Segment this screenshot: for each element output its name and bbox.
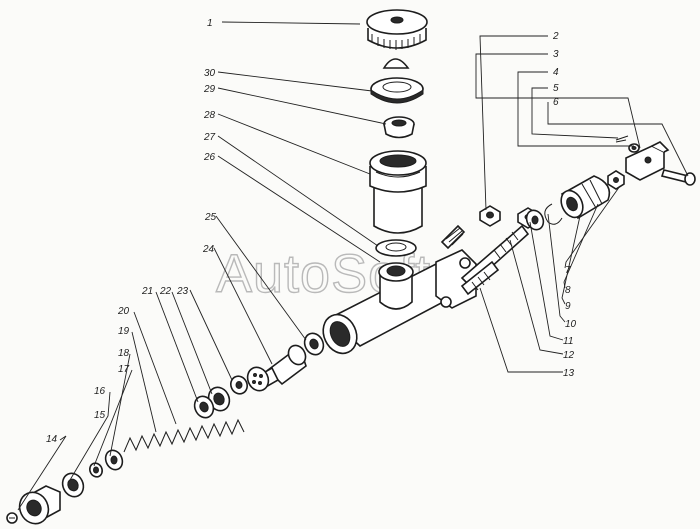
part-12-push-rod <box>460 224 530 288</box>
part-24-piston-disc <box>246 366 270 392</box>
part-20-spring <box>123 418 245 453</box>
part-29-filter <box>383 116 415 139</box>
label-14: 14 <box>46 434 58 445</box>
label-3: 3 <box>553 49 559 60</box>
part-2-nut <box>479 205 501 227</box>
part-5-washer <box>628 143 640 153</box>
part-13-rod <box>460 260 500 296</box>
part-stud <box>440 224 466 250</box>
part-19-spring-seat <box>104 449 124 471</box>
part-4-pin <box>660 169 696 186</box>
label-4: 4 <box>553 67 559 78</box>
label-15: 15 <box>94 410 106 421</box>
label-18: 18 <box>118 348 130 359</box>
part-28-reservoir <box>369 150 427 234</box>
part-7-nut <box>607 170 625 190</box>
label-10: 10 <box>565 319 577 330</box>
label-17: 17 <box>118 364 130 375</box>
label-22: 22 <box>159 286 172 297</box>
label-28: 28 <box>203 110 216 121</box>
label-1: 1 <box>207 18 213 29</box>
label-8: 8 <box>565 285 571 296</box>
part-dome-seal <box>382 58 410 69</box>
part-25-seal <box>303 332 325 356</box>
label-29: 29 <box>203 84 216 95</box>
label-7: 7 <box>565 265 571 276</box>
part-3-fork <box>625 141 670 181</box>
part-bleeder-screw <box>6 512 18 524</box>
label-9: 9 <box>565 301 571 312</box>
part-1-reservoir-cap <box>366 9 428 50</box>
label-27: 27 <box>203 132 216 143</box>
label-6: 6 <box>553 97 559 108</box>
part-6-split-pin <box>615 135 629 143</box>
label-24: 24 <box>202 244 215 255</box>
label-11: 11 <box>563 336 573 347</box>
part-14-end-plug <box>18 485 61 525</box>
label-12: 12 <box>563 350 575 361</box>
label-30: 30 <box>204 68 216 79</box>
label-23: 23 <box>176 286 189 297</box>
label-2: 2 <box>552 31 559 42</box>
master-cylinder-body <box>322 249 477 355</box>
label-21: 21 <box>141 286 153 297</box>
label-13: 13 <box>563 368 575 379</box>
part-number-labels: 1 2 3 4 5 6 7 8 9 10 11 12 13 14 15 16 1… <box>46 18 577 445</box>
label-20: 20 <box>117 306 130 317</box>
part-8-rubber-boot <box>560 175 611 220</box>
part-22-cup <box>207 386 231 412</box>
label-19: 19 <box>118 326 130 337</box>
part-18-valve <box>89 462 103 478</box>
part-23-washer <box>230 375 248 395</box>
label-26: 26 <box>203 152 216 163</box>
part-27-washer <box>375 239 417 257</box>
part-15-washer <box>61 472 85 498</box>
part-9-circlip <box>544 203 563 225</box>
leader-lines <box>17 21 689 511</box>
part-21-cup <box>193 395 215 419</box>
label-5: 5 <box>553 83 559 94</box>
label-16: 16 <box>94 386 106 397</box>
label-25: 25 <box>204 212 217 223</box>
part-30-washer <box>370 77 424 104</box>
